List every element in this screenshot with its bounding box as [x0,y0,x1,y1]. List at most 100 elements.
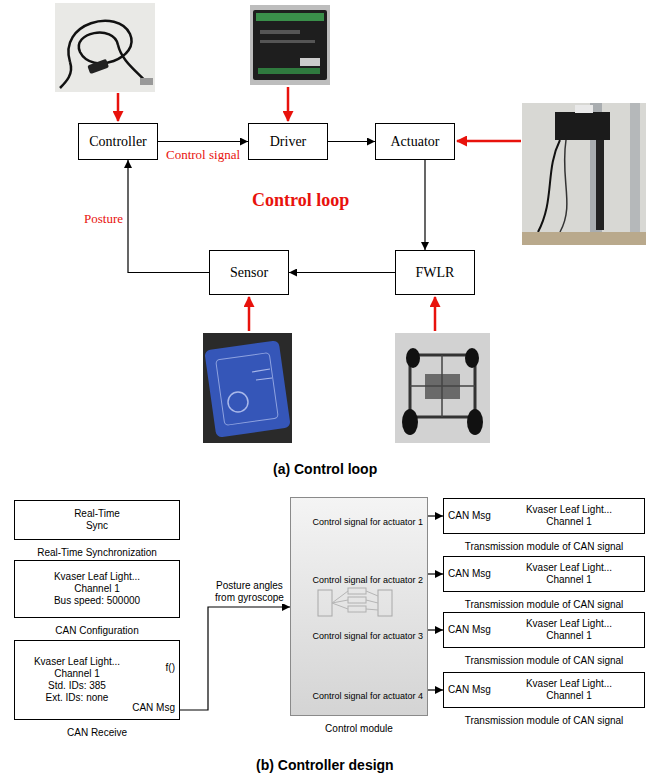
text-holder: Transmission module of CAN signal [404,536,647,554]
process-box: Actuator [375,123,455,160]
process-box: Sensor [209,250,289,295]
text-holder: (b) Controller design [256,756,394,774]
port-label: Control signal for actuator 1 [312,517,423,528]
block-label: Sensor [230,265,268,281]
simulink-block: Real-Time SyncReal-Time Synchronization [14,500,180,540]
text-holder: Sensor [210,251,288,294]
connector [428,515,443,516]
port-label: CAN Msg [132,702,175,714]
subsystem-icon [316,586,396,620]
block-label: FWLR [416,265,455,281]
can-transmit-block: CAN MsgKvaser Leaf Light... Channel 1Tra… [443,556,645,592]
port-label: CAN Msg [448,624,491,636]
text-holder: Transmission module of CAN signal [404,710,647,728]
block-text: Kvaser Leaf Light... Channel 1 Bus speed… [54,571,140,607]
port-label: f() [166,662,175,674]
connector [289,272,395,273]
text-holder: Control signal for actuator 1 [312,511,423,529]
process-box: Controller [78,123,158,160]
text-holder: CAN Msg [132,697,175,715]
block-text: Kvaser Leaf Light... Channel 1 [526,562,612,586]
process-box: FWLR [395,250,475,295]
block-text: Kvaser Leaf Light... Channel 1 [526,504,612,528]
text-holder: Actuator [376,124,454,159]
port-label: Control signal for actuator 3 [312,631,423,642]
edge-label: Posture [83,211,124,226]
text-holder: CAN Msg [448,613,491,647]
driver-photo [250,5,330,85]
text-holder: f() [166,657,175,675]
block-text: Kvaser Leaf Light... Channel 1 [526,678,612,702]
gyroscope-sensor-photo [203,333,292,443]
text-holder: Posture angles from gyroscope [215,580,284,605]
connector [428,573,443,574]
block-caption: Transmission module of CAN signal [465,599,624,611]
text-holder: Control signal for actuator 4 [312,685,423,703]
text-holder: Control loop [252,190,349,211]
block-caption: Real-Time Synchronization [37,547,157,559]
figure-caption: (a) Control loop [273,461,377,478]
text-holder: Driver [249,124,327,159]
actuator-photo [522,103,646,245]
text-holder: Control module [251,718,467,736]
subsystem-block: Control signal for actuator 1 Control sig… [290,497,428,716]
connector [424,160,425,250]
text-holder: Real-Time Synchronization [0,542,219,560]
port-label: Control signal for actuator 4 [312,691,423,702]
text-holder: FWLR [396,251,474,294]
process-box: Driver [248,123,328,160]
text-holder: Control signal [165,145,241,163]
port-label: CAN Msg [448,510,491,522]
text-holder: Control signal for actuator 2 [312,569,423,587]
figure-caption: (b) Controller design [256,757,394,774]
can-transmit-block: CAN MsgKvaser Leaf Light... Channel 1Tra… [443,672,645,708]
text-holder: (a) Control loop [273,460,377,478]
port-label: CAN Msg [448,568,491,580]
block-caption: Control module [325,723,393,735]
text-holder: Transmission module of CAN signal [404,594,647,612]
text-holder: Control signal for actuator 3 [312,625,423,643]
text-holder: CAN Configuration [0,620,219,638]
block-label: Controller [89,134,147,150]
simulink-block: Kvaser Leaf Light... Channel 1 Std. IDs:… [14,640,180,720]
block-caption: Transmission module of CAN signal [465,715,624,727]
block-label: Driver [270,134,307,150]
text-holder: Kvaser Leaf Light... Channel 1 [494,557,644,591]
connector [128,160,209,273]
port-label: CAN Msg [448,684,491,696]
edge-label: Control signal [165,147,241,162]
text-holder: Posture [83,209,124,227]
block-caption: CAN Configuration [55,625,138,637]
usb-cable-photo [55,3,155,92]
connector [180,607,290,710]
simulink-block: Kvaser Leaf Light... Channel 1 Bus speed… [14,560,180,618]
text-holder: Controller [79,124,157,159]
photo-pointer-arrows [118,87,521,331]
text-holder: Kvaser Leaf Light... Channel 1 [494,673,644,707]
text-holder: Kvaser Leaf Light... Channel 1 Std. IDs:… [15,641,139,719]
can-transmit-block: CAN MsgKvaser Leaf Light... Channel 1Tra… [443,498,645,534]
block-text: Real-Time Sync [74,508,120,532]
text-holder: CAN Receive [0,722,219,740]
block-text: Kvaser Leaf Light... Channel 1 Std. IDs:… [34,656,120,704]
block-caption: Transmission module of CAN signal [465,655,624,667]
loop-title: Control loop [252,190,349,211]
block-label: Actuator [391,134,440,150]
block-caption: Transmission module of CAN signal [465,541,624,553]
connector [428,689,443,690]
text-holder: Real-Time Sync [15,501,179,539]
block-caption: CAN Receive [67,727,127,739]
text-holder: Transmission module of CAN signal [404,650,647,668]
connector [158,141,248,142]
connector [328,141,375,142]
text-holder: CAN Msg [448,499,491,533]
text-holder: CAN Msg [448,673,491,707]
connector [428,629,443,630]
can-transmit-block: CAN MsgKvaser Leaf Light... Channel 1Tra… [443,612,645,648]
text-holder: CAN Msg [448,557,491,591]
text-holder: Kvaser Leaf Light... Channel 1 [494,499,644,533]
text-holder: Kvaser Leaf Light... Channel 1 [494,613,644,647]
edge-label: Posture angles from gyroscope [215,580,284,604]
text-holder: Kvaser Leaf Light... Channel 1 Bus speed… [15,561,179,617]
